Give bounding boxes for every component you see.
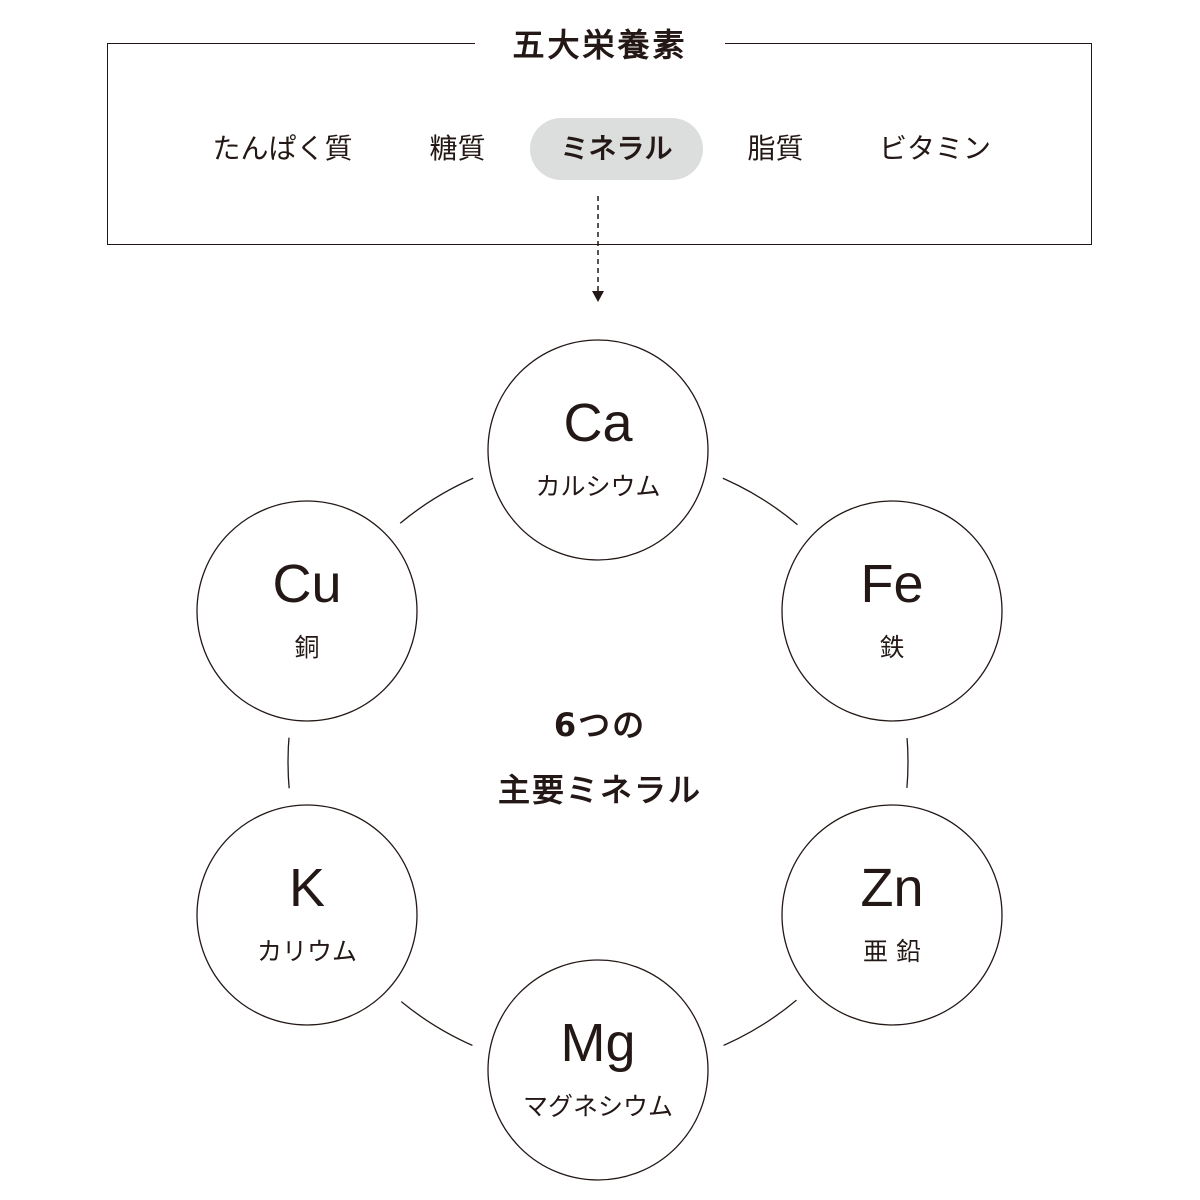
mineral-name: 銅 xyxy=(294,633,320,662)
mineral-circle xyxy=(196,500,418,722)
arrow-head-icon xyxy=(592,291,604,302)
mineral-name: カリウム xyxy=(256,937,357,966)
mineral-circle xyxy=(487,339,709,561)
tab-vitamin[interactable]: ビタミン xyxy=(878,132,991,165)
mineral-symbol: Ca xyxy=(563,393,633,453)
mineral-name: 鉄 xyxy=(879,633,905,662)
center-label-line2: 主要ミネラル xyxy=(497,771,702,809)
diagram-title: 五大栄養素 xyxy=(475,20,725,66)
mineral-name: カルシウム xyxy=(535,472,661,501)
center-label-line1: 6つの xyxy=(553,706,647,744)
tab-protein[interactable]: たんぱく質 xyxy=(212,132,353,165)
mineral-circle xyxy=(487,959,709,1181)
mineral-symbol: Cu xyxy=(272,554,342,614)
mineral-symbol: Fe xyxy=(860,554,924,614)
mineral-symbol: Zn xyxy=(860,858,924,918)
tab-fat[interactable]: 脂質 xyxy=(747,132,804,165)
tab-carbohydrate[interactable]: 糖質 xyxy=(429,132,486,165)
mineral-name: 亜 鉛 xyxy=(863,937,921,966)
mineral-name: マグネシウム xyxy=(522,1092,673,1121)
mineral-circle xyxy=(781,500,1003,722)
mineral-symbol: Mg xyxy=(560,1013,636,1073)
tab-mineral[interactable]: ミネラル xyxy=(530,118,703,180)
mineral-circle xyxy=(781,804,1003,1026)
mineral-symbol: K xyxy=(288,858,326,918)
mineral-circle xyxy=(196,804,418,1026)
